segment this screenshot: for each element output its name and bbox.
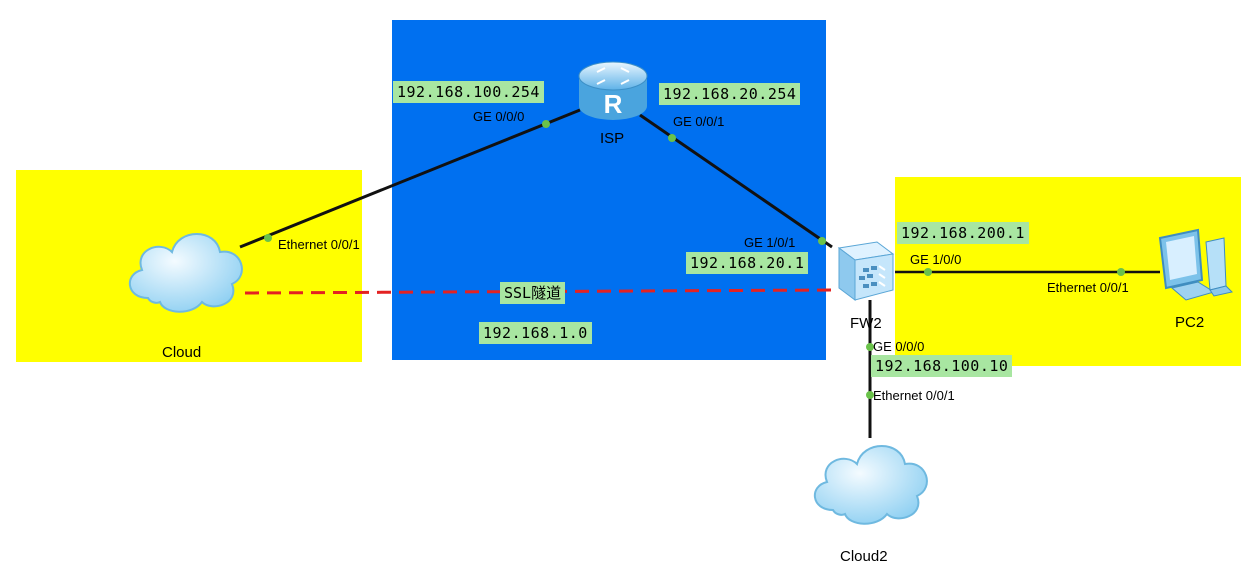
port-label-isp-g000: GE 0/0/0 (473, 109, 525, 124)
port-dot-fw2-g101 (818, 237, 826, 245)
port-label-cloud2-eth: Ethernet 0/0/1 (873, 388, 955, 403)
port-dot-cloud2-eth (866, 391, 874, 399)
port-label-pc2-eth: Ethernet 0/0/1 (1047, 280, 1129, 295)
pc-icon[interactable] (1152, 228, 1236, 308)
port-dot-pc2-eth (1117, 268, 1125, 276)
port-dot-fw2-g100 (924, 268, 932, 276)
ip-label-fw2-g100: 192.168.200.1 (897, 222, 1029, 244)
firewall-icon[interactable] (833, 240, 897, 302)
link-isp-fw2 (639, 113, 833, 249)
ip-label-isp-g000: 192.168.100.254 (393, 81, 544, 103)
port-dot-isp-g001 (668, 134, 676, 142)
port-label-fw2-g100: GE 1/0/0 (910, 252, 962, 267)
device-name-isp: ISP (600, 130, 625, 147)
device-name-fw2: FW2 (850, 315, 882, 332)
port-label-isp-g001: GE 0/0/1 (673, 114, 725, 129)
link-isp-cloud (239, 108, 581, 249)
ssl-tunnel-label: SSL隧道 (500, 282, 566, 304)
ip-label-tunnel-net: 192.168.1.0 (479, 322, 592, 344)
port-dot-isp-g000 (542, 120, 550, 128)
router-icon[interactable]: R (575, 58, 651, 126)
ip-label-isp-g001: 192.168.20.254 (659, 83, 801, 105)
ip-label-fw2-g101: 192.168.20.1 (686, 252, 809, 274)
ip-label-fw2-g000: 192.168.100.10 (871, 355, 1013, 377)
device-name-cloud: Cloud (162, 344, 202, 361)
svg-text:R: R (604, 89, 623, 119)
port-label-cloud-eth: Ethernet 0/0/1 (278, 237, 360, 252)
cloud-icon[interactable] (120, 218, 250, 318)
port-dot-cloud-eth (264, 234, 272, 242)
port-label-fw2-g101: GE 1/0/1 (744, 235, 796, 250)
device-name-pc2: PC2 (1175, 314, 1205, 331)
cloud-icon[interactable] (805, 430, 935, 530)
port-label-fw2-g000: GE 0/0/0 (873, 339, 925, 354)
device-name-cloud2: Cloud2 (840, 548, 888, 565)
port-dot-fw2-g000 (866, 343, 874, 351)
